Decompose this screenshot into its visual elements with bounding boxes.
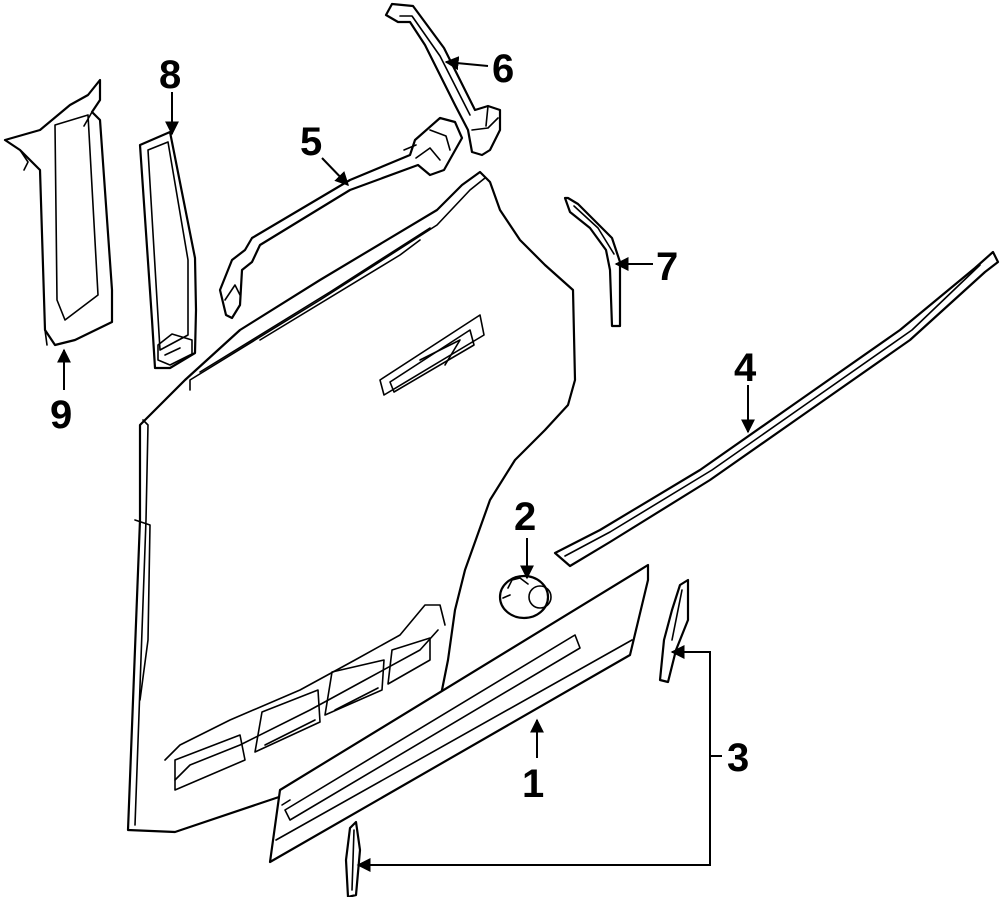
part-8-trim-panel[interactable] <box>138 130 198 370</box>
callout-9: 9 <box>50 393 72 437</box>
callout-8: 8 <box>159 53 181 97</box>
leader-5 <box>321 157 349 187</box>
callout-7: 7 <box>656 245 678 289</box>
leader-3-front <box>670 645 711 756</box>
callout-4: 4 <box>734 346 757 390</box>
part-3-end-cap-front[interactable] <box>658 578 690 684</box>
part-9-pillar-trim[interactable] <box>3 78 114 347</box>
callout-1: 1 <box>522 762 544 806</box>
part-4-belt-molding[interactable] <box>553 250 1000 568</box>
callout-5: 5 <box>300 120 322 164</box>
leader-lines <box>57 56 755 872</box>
part-6-pillar-seal[interactable] <box>384 2 502 157</box>
part-3-end-cap-rear[interactable] <box>344 820 362 897</box>
callout-6: 6 <box>492 47 514 91</box>
part-5-frame-molding[interactable] <box>218 116 464 320</box>
callout-2: 2 <box>514 495 536 539</box>
part-7-channel-strip[interactable] <box>563 196 622 328</box>
part-1-door-molding[interactable] <box>268 563 650 864</box>
callout-labels: 1 2 3 4 5 6 7 8 9 <box>50 47 757 806</box>
leader-3-rear <box>356 756 711 872</box>
part-2-grommet[interactable] <box>498 574 552 620</box>
callout-3: 3 <box>727 736 749 780</box>
leader-6 <box>444 56 489 71</box>
